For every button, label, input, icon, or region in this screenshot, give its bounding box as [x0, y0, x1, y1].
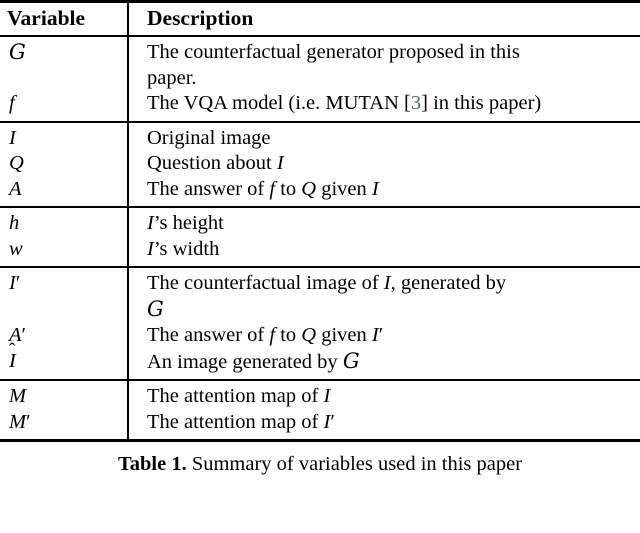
citation-ref[interactable]: 3 [410, 92, 422, 114]
symbol-q: Q [9, 152, 24, 174]
description-line: I’s height [147, 212, 224, 234]
row-variable: w [0, 237, 128, 268]
table-header: Variable Description [0, 0, 640, 36]
description-line: paper. [147, 66, 197, 89]
table-caption: Table 1. Summary of variables used in th… [0, 442, 640, 479]
row-variable: G [0, 35, 128, 91]
description-line: The attention map of I′ [147, 410, 335, 433]
table-group-4: I′ The counterfactual image of I, genera… [0, 266, 640, 381]
symbol-w: w [9, 237, 23, 260]
description-line: An image generated by G [147, 348, 360, 373]
table-row: A′ The answer of f to Q given I′ [0, 323, 640, 349]
row-description: I’s height [127, 206, 640, 237]
symbol-m-prime: M′ [9, 410, 31, 433]
table-row: Q Question about I [0, 151, 640, 177]
row-variable: h [0, 206, 128, 237]
row-description: The VQA model (i.e. MUTAN [3] in this pa… [127, 91, 640, 122]
table-row: I Original image [0, 120, 640, 151]
description-line: The counterfactual generator proposed in… [147, 41, 520, 63]
bottom-rule-cell-right [128, 439, 640, 443]
row-variable: I [0, 120, 128, 151]
table-group-3: h I’s height w I’s width [0, 206, 640, 268]
row-description: I’s width [127, 236, 640, 267]
table-row: f The VQA model (i.e. MUTAN [3] in this … [0, 91, 640, 122]
row-variable: A′ [0, 323, 128, 349]
table-row: h I’s height [0, 206, 640, 237]
row-variable: Q [0, 151, 128, 177]
description-line: G [147, 296, 164, 321]
row-description: The answer of f to Q given I [127, 176, 640, 207]
table-row: G The counterfactual generator proposed … [0, 35, 640, 91]
description-line: The VQA model (i.e. MUTAN [3] in this pa… [147, 92, 542, 114]
header-row: Variable Description [0, 0, 640, 36]
row-description: The counterfactual image of I, generated… [127, 266, 640, 323]
row-description: The counterfactual generator proposed in… [127, 35, 640, 91]
description-line: Original image [147, 126, 271, 149]
column-header-description: Description [127, 0, 640, 36]
table-group-2: I Original image Q Question about I A [0, 120, 640, 208]
table-bottom-rule [0, 439, 640, 443]
caption-label: Table 1. [117, 453, 187, 475]
table-row: M The attention map of I [0, 379, 640, 410]
row-description: Original image [127, 120, 640, 151]
symbol-a: A [9, 177, 22, 200]
symbol-i: I [9, 126, 16, 149]
description-line: The answer of f to Q given I [147, 177, 379, 200]
table-row: I′ The counterfactual image of I, genera… [0, 266, 640, 323]
row-variable: M [0, 379, 128, 410]
row-description: The answer of f to Q given I′ [127, 323, 640, 349]
description-line: Question about I [147, 152, 284, 174]
table-row: A The answer of f to Q given I [0, 176, 640, 208]
bottom-rule-row [0, 439, 640, 443]
symbol-i-prime: I′ [9, 272, 21, 294]
table-group-1: G The counterfactual generator proposed … [0, 35, 640, 122]
symbol-h: h [9, 212, 20, 234]
bottom-rule-cell-left [0, 439, 128, 443]
row-description: The attention map of I [127, 379, 640, 410]
description-line: The answer of f to Q given I′ [147, 324, 384, 346]
variables-table: Variable Description G The counterfactua… [0, 0, 640, 443]
row-variable: M′ [0, 410, 128, 441]
description-line: I’s width [147, 237, 220, 260]
caption-text: Summary of variables used in this paper [191, 453, 523, 475]
description-line: The counterfactual image of I, generated… [147, 272, 507, 294]
row-variable: f [0, 91, 128, 122]
symbol-script-g: G [9, 40, 26, 64]
description-line: The attention map of I [147, 385, 331, 407]
column-header-variable: Variable [0, 0, 128, 36]
table-row: w I’s width [0, 236, 640, 268]
symbol-f: f [9, 92, 15, 114]
row-description: The attention map of I′ [127, 409, 640, 441]
symbol-a-prime: A′ [9, 324, 27, 346]
symbol-m: M [9, 385, 27, 407]
row-description: Question about I [127, 151, 640, 177]
table-group-5: M The attention map of I M′ The attentio… [0, 379, 640, 441]
row-variable: A [0, 177, 128, 208]
row-variable: I′ [0, 266, 128, 323]
table-row: M′ The attention map of I′ [0, 409, 640, 441]
row-description: An image generated by G [127, 348, 640, 380]
